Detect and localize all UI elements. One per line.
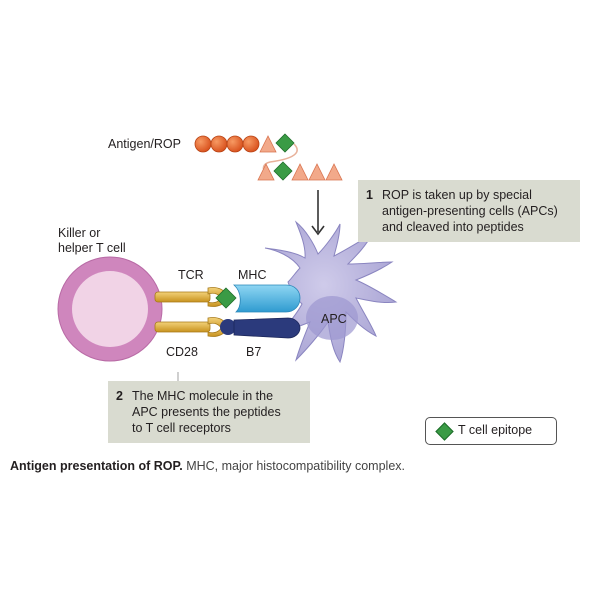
epitope-diamond [275,133,295,153]
step1-box: 1 ROP is taken up by special antigen-pre… [358,180,580,242]
step2-line: APC presents the peptides [132,405,281,419]
antigen-chain [194,133,343,181]
peptide-triangle [291,163,309,181]
peptide-triangle [259,135,277,153]
peptide-triangle [325,163,343,181]
bead [242,135,260,153]
caption-title: Antigen presentation of ROP. [10,459,183,473]
peptide-triangle [308,163,326,181]
step1-text: ROP is taken up by special antigen-prese… [382,187,558,235]
epitope-legend-icon [435,422,454,441]
b7-label: B7 [246,345,262,359]
epitope-diamond [273,161,293,181]
uptake-arrow [311,190,325,236]
caption-text: MHC, major histocompatibility complex. [186,459,405,473]
step1-line: ROP is taken up by special [382,188,532,202]
figure-caption: Antigen presentation of ROP. MHC, major … [10,459,405,473]
step2-text: The MHC molecule in the APC presents the… [132,388,281,436]
tcr-label: TCR [178,268,204,282]
epitope-diamond-bound [215,287,237,309]
step1-number: 1 [366,188,373,202]
mhc-label: MHC [238,268,267,282]
step2-box: 2 The MHC molecule in the APC presents t… [108,381,310,443]
b7-molecule [220,317,301,339]
step1-line: antigen-presenting cells (APCs) [382,204,558,218]
apc-label: APC [321,312,347,326]
legend: T cell epitope [425,417,557,445]
bead [226,135,244,153]
bead [194,135,212,153]
t-cell [57,256,163,362]
tcell-label-line1: Killer or [58,226,101,240]
antigen-label: Antigen/ROP [108,137,181,151]
step2-line: The MHC molecule in the [132,389,274,403]
step2-number: 2 [116,389,123,403]
legend-label: T cell epitope [458,423,533,437]
apc-nucleus [306,296,358,340]
tcell-label-line2: helper T cell [58,241,126,255]
apc-cell [264,220,398,364]
step1-line: and cleaved into peptides [382,220,524,234]
mhc-molecule [232,284,301,313]
bead [210,135,228,153]
cd28-label: CD28 [166,345,198,359]
step2-line: to T cell receptors [132,421,231,435]
peptide-triangle [257,163,275,181]
cd28-receptor [154,317,229,337]
